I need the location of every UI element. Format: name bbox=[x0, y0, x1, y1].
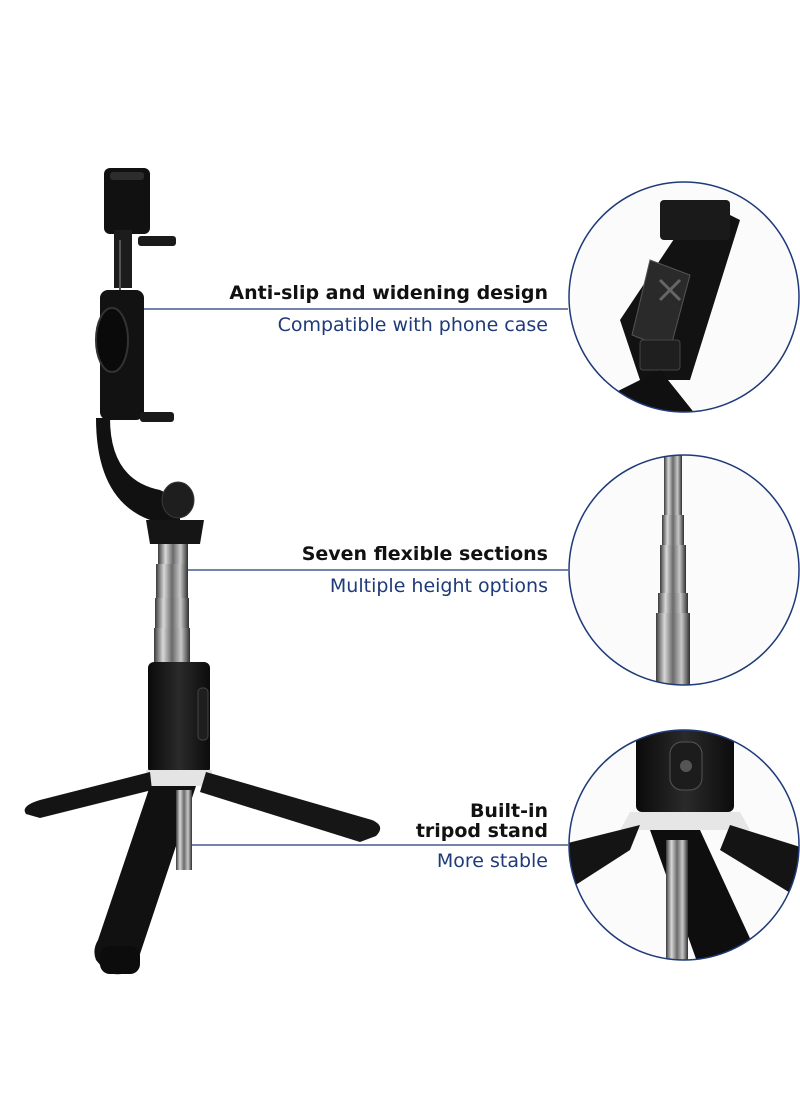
gimbal-arm bbox=[96, 418, 180, 520]
callout-subtitle-pole: Multiple height options bbox=[329, 575, 548, 597]
tripod-leg-left bbox=[24, 772, 152, 818]
tripod-leg-front bbox=[94, 786, 196, 975]
callout-subtitle-tripod: More stable bbox=[436, 850, 548, 872]
remote-slot bbox=[197, 687, 209, 741]
ball-head-knob bbox=[161, 481, 195, 519]
callout-subtitle-clamp: Compatible with phone case bbox=[277, 314, 548, 336]
callout-title-clamp: Anti-slip and widening design bbox=[229, 282, 548, 304]
callout-lines bbox=[140, 308, 568, 846]
callout-title-tripod-line1: Built-in bbox=[469, 800, 548, 822]
detail-circle-pole bbox=[568, 454, 800, 686]
clamp-top bbox=[104, 168, 150, 234]
pole-section bbox=[158, 544, 188, 564]
tripod-leg-right bbox=[200, 772, 381, 842]
callout-title-pole: Seven flexible sections bbox=[301, 543, 548, 565]
selfie-stick-tripod bbox=[24, 168, 381, 975]
handle bbox=[148, 662, 210, 774]
detail-circle-clamp bbox=[568, 181, 800, 413]
callout-title-tripod-line2: tripod stand bbox=[415, 820, 548, 842]
detail-circle-tripod bbox=[568, 729, 800, 961]
